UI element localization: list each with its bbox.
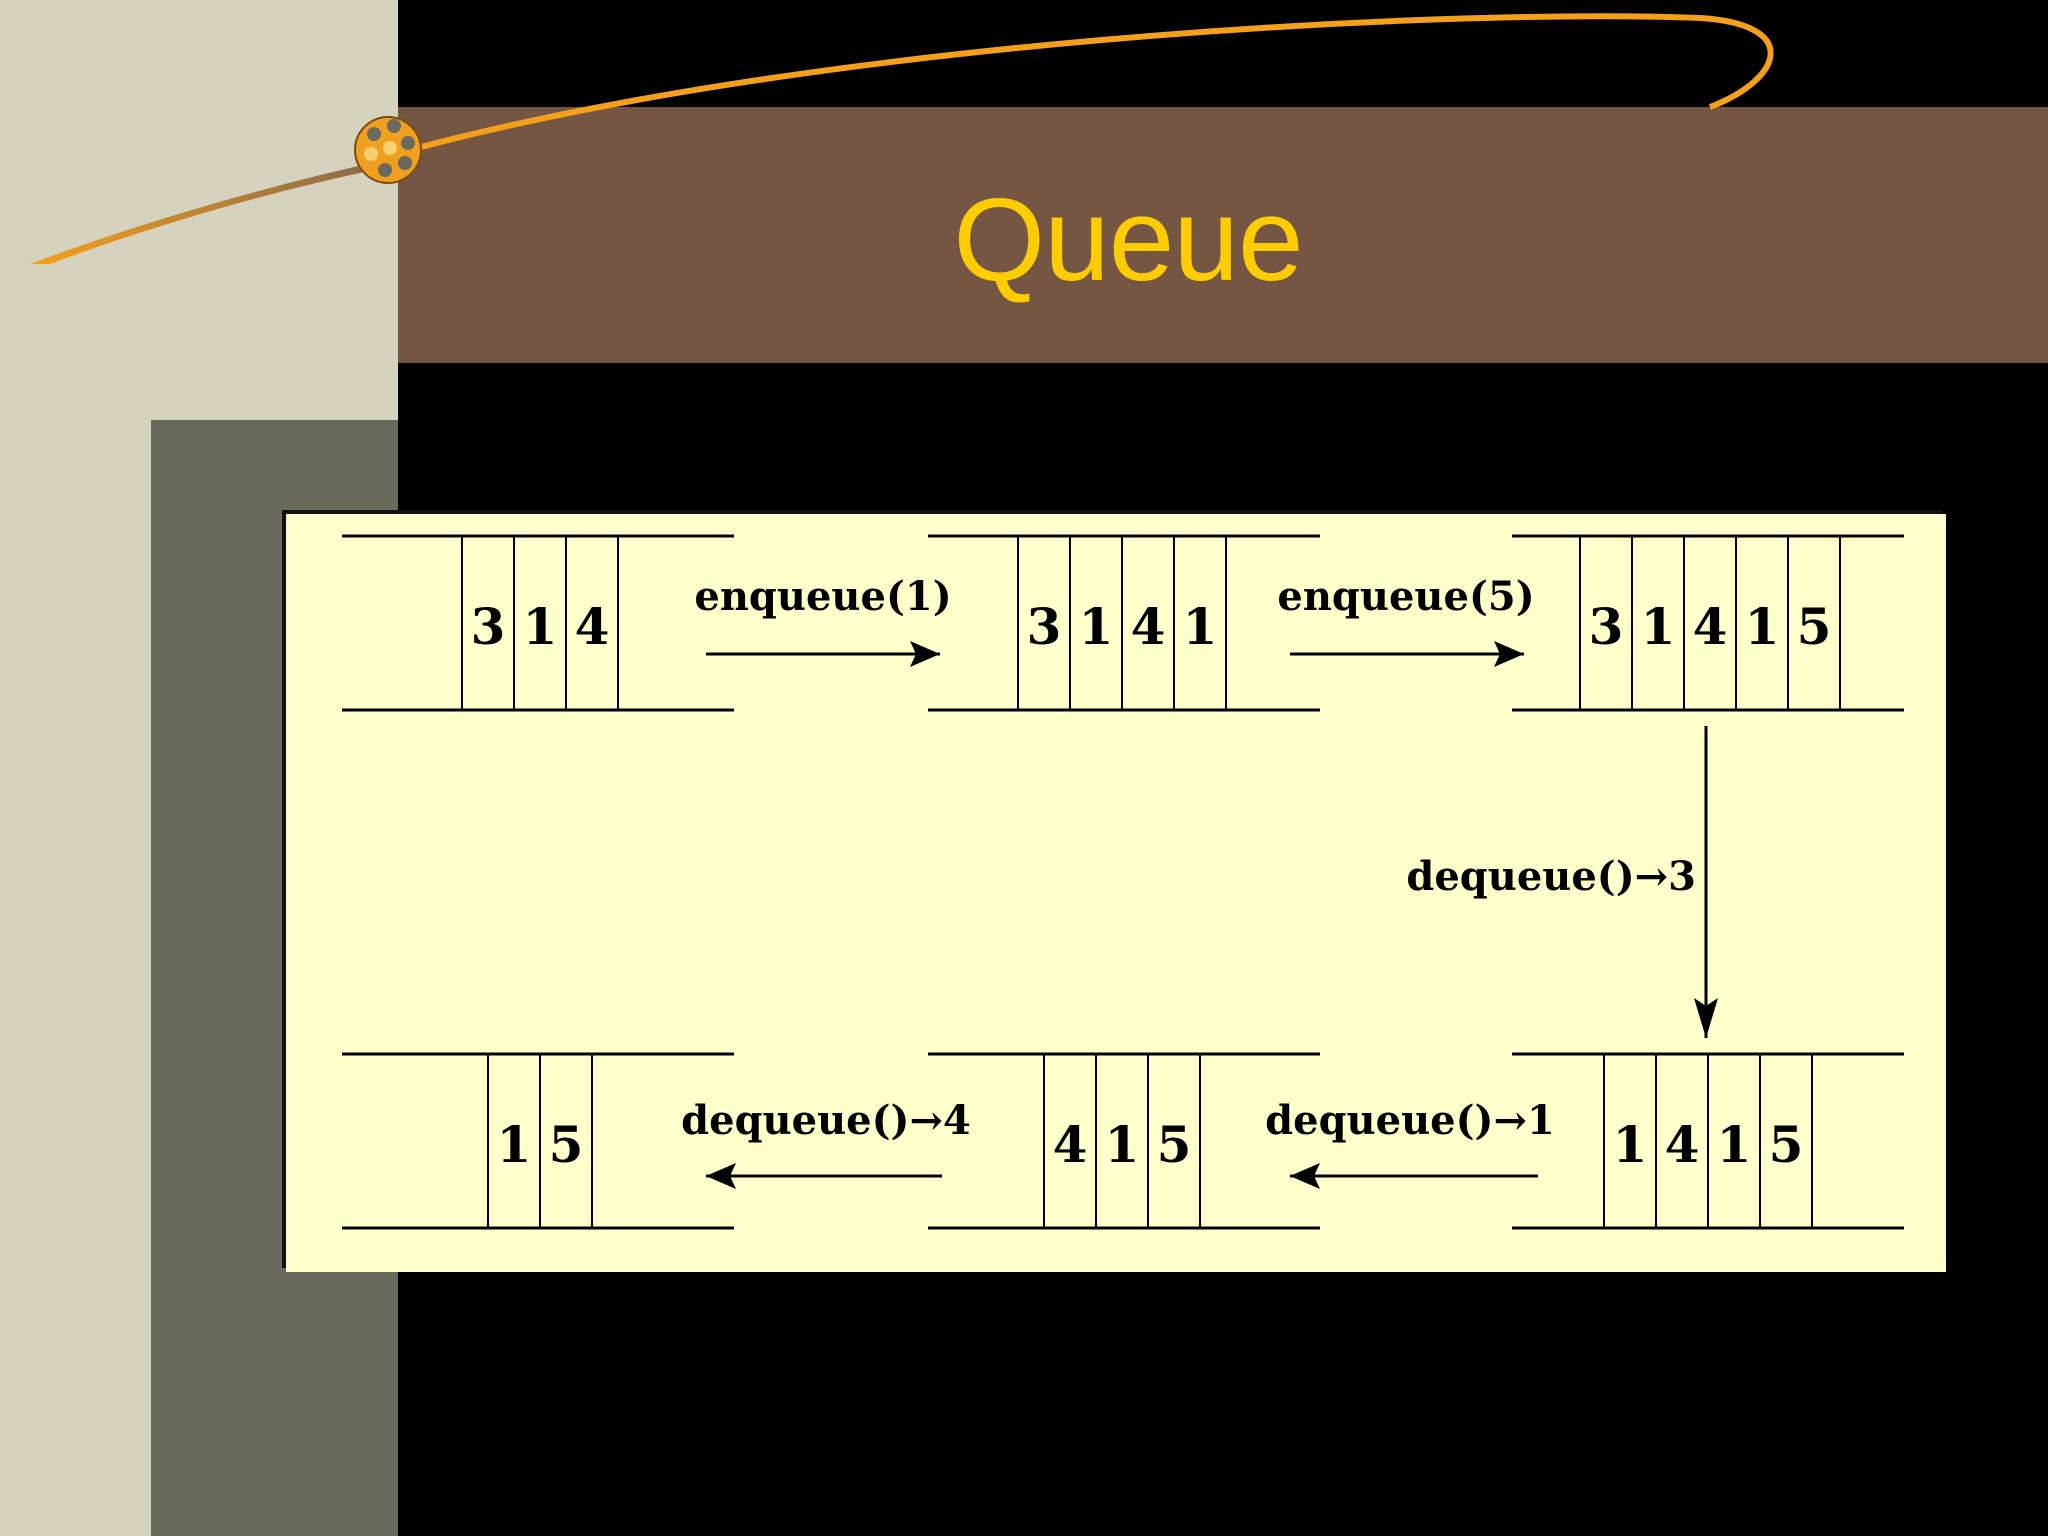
queue-cell-value: 1 [1745,597,1780,656]
queue-cell-value: 3 [1589,597,1624,656]
page-title: Queue [953,174,1303,306]
queue-cell-value: 4 [1693,597,1728,656]
queue-cell-value: 3 [1027,597,1062,656]
op2-arrowhead [1494,641,1524,667]
swoosh-tail [30,163,374,264]
queue-cell-value: 4 [1131,597,1166,656]
seed-icon [354,116,422,184]
queue-cell-value: 1 [523,597,558,656]
swoosh-arc [387,13,1774,159]
queue-cell-value: 3 [471,597,506,656]
queue-cell-value: 5 [1797,597,1832,656]
op5-label: dequeue()→4 [681,1097,971,1144]
queue-cell-value: 1 [1105,1115,1140,1174]
queue-cell-value: 1 [497,1115,532,1174]
queue-cell-value: 5 [1157,1115,1192,1174]
title-band [398,107,2048,363]
queue-cell-value: 1 [1641,597,1676,656]
queue-cell-value: 4 [575,597,610,656]
op1-label: enqueue(1) [694,573,951,620]
queue-cell-value: 1 [1613,1115,1648,1174]
queue-cell-value: 5 [1769,1115,1804,1174]
queue-cell-value: 4 [1665,1115,1700,1174]
queue-cell-value: 1 [1079,597,1114,656]
queue-cell-value: 4 [1053,1115,1088,1174]
op2-label: enqueue(5) [1277,573,1534,620]
op3-arrowhead [1694,998,1718,1038]
op4-arrowhead [1290,1163,1320,1189]
op4-label: dequeue()→1 [1265,1097,1555,1144]
op5-arrowhead [706,1163,736,1189]
op1-arrowhead [910,641,940,667]
queue-cell-value: 5 [549,1115,584,1174]
op3-label: dequeue()→3 [1406,853,1696,900]
queue-cell-value: 1 [1717,1115,1752,1174]
queue-cell-value: 1 [1183,597,1218,656]
